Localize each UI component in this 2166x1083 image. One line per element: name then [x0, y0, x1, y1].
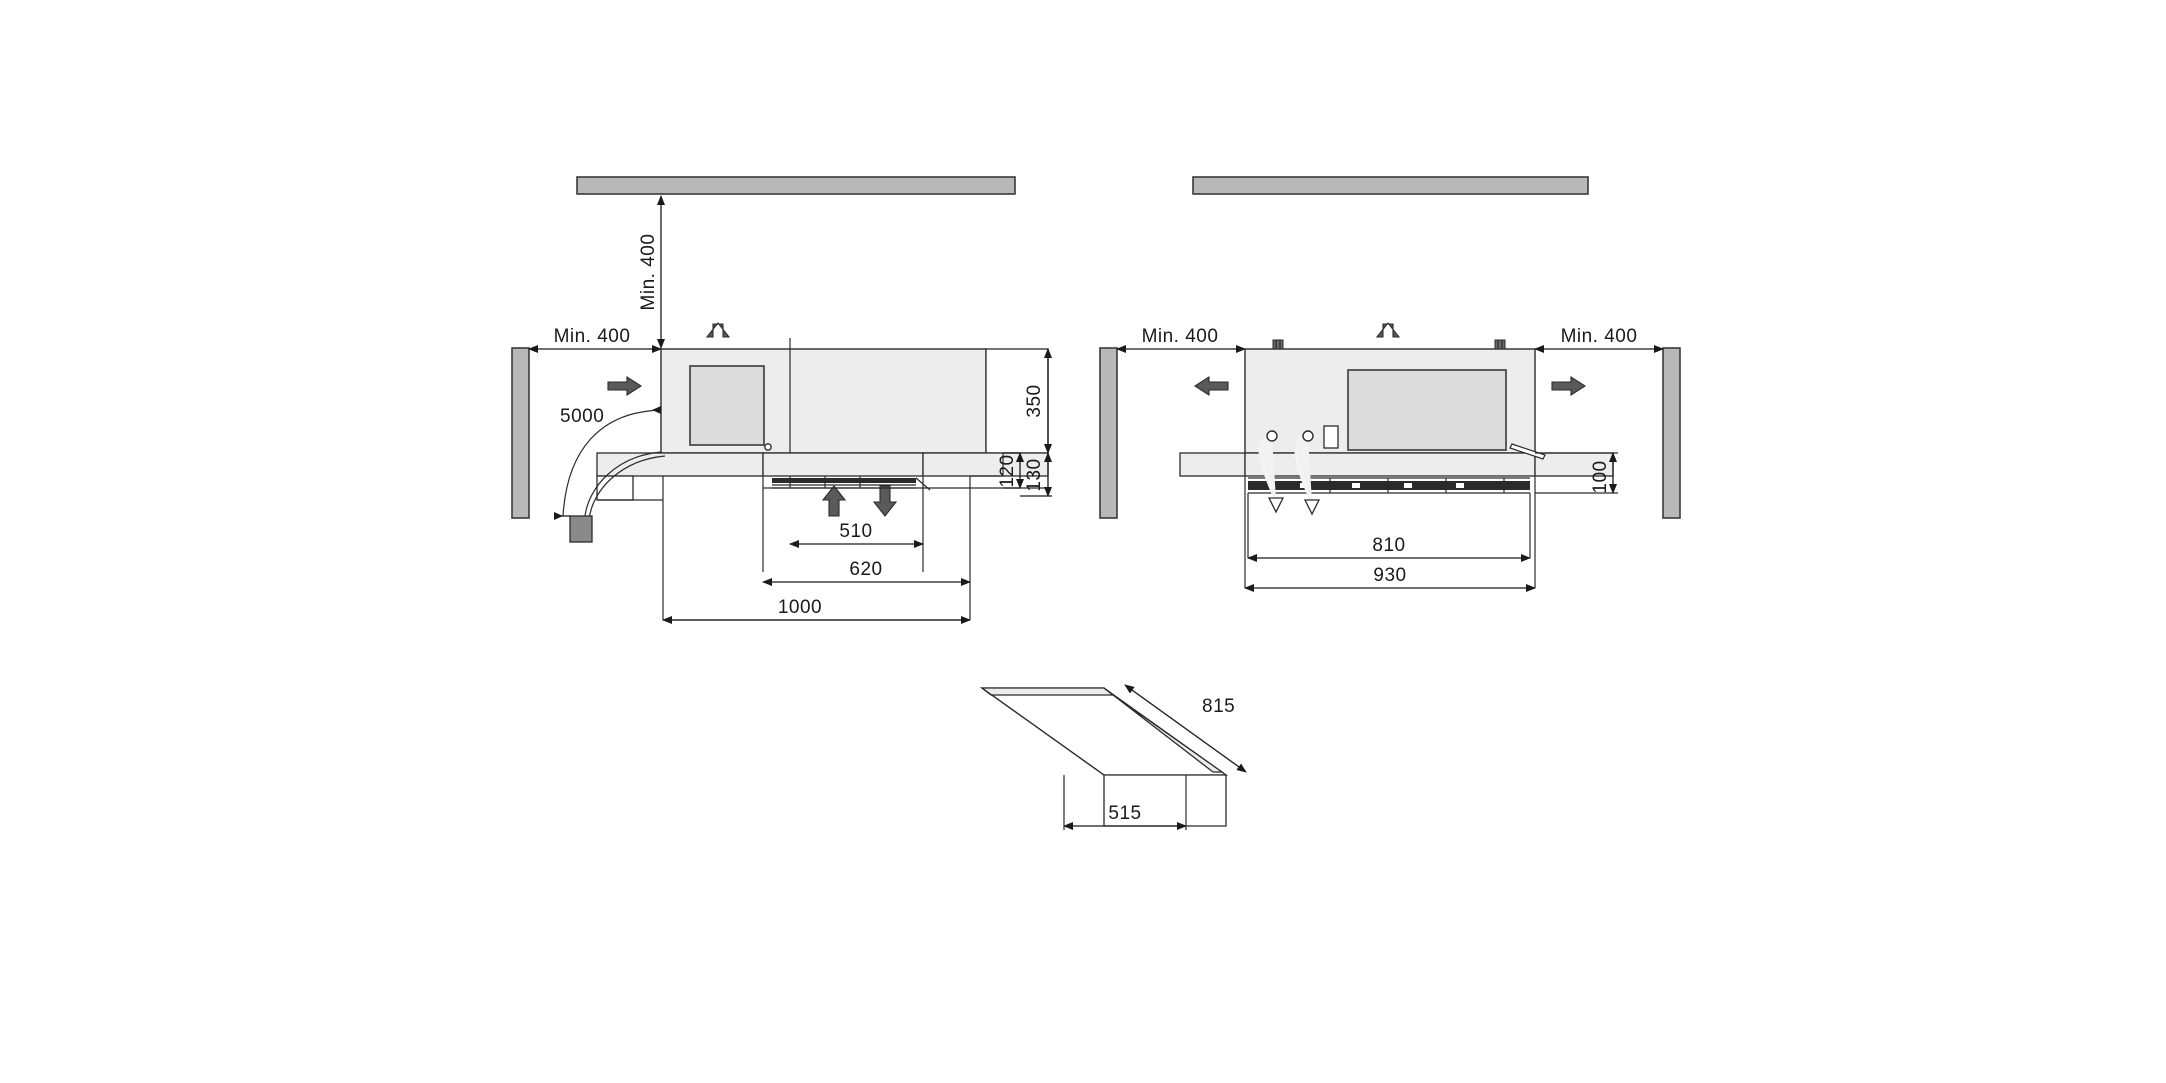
- front-view-group: Min. 400 Min. 400: [1099, 176, 1681, 592]
- cutout-top-band: [980, 687, 1115, 696]
- worktop-centre-side: [762, 452, 924, 477]
- dim-label-930: 930: [1373, 565, 1406, 586]
- dim-510: 510: [789, 521, 924, 548]
- hose-left-front: [1258, 430, 1285, 514]
- dim-label-810: 810: [1372, 535, 1405, 556]
- arrow-down-outlet-side: [872, 485, 898, 517]
- dim-label-min400-h: Min. 400: [554, 326, 631, 347]
- arrow-right-outlet-front: [1551, 375, 1587, 397]
- dim-130: 130: [1020, 452, 1052, 497]
- power-plug-icon: [569, 515, 593, 543]
- dim-100: 100: [1535, 452, 1618, 494]
- cutout-left-edge: [981, 687, 1105, 776]
- dim-1000: 1000: [662, 597, 971, 624]
- worktop-centre-front: [1244, 452, 1536, 477]
- isometric-view-group: 815 515: [979, 684, 1247, 830]
- power-cable-side: [562, 409, 666, 543]
- dim-label-1000: 1000: [778, 597, 822, 618]
- display-panel-front: [1347, 369, 1507, 451]
- arrow-up-intake-side: [821, 485, 847, 517]
- arrow-up-exhaust-side: [705, 322, 731, 338]
- latch-tab-front: [1509, 443, 1546, 460]
- arrow-left-outlet-front: [1193, 375, 1229, 397]
- dim-cable-5000: 5000: [554, 406, 661, 520]
- control-button-front: [1323, 425, 1339, 449]
- dim-label-815: 815: [1202, 696, 1235, 717]
- left-wall-side-view: [511, 347, 530, 519]
- right-wall-front-view: [1662, 347, 1681, 519]
- dim-620: 620: [762, 559, 971, 586]
- top-fixture-right: [1494, 339, 1506, 350]
- dim-930: 930: [1244, 565, 1536, 592]
- dim-min400-vertical: Min. 400: [638, 195, 665, 349]
- dim-min400-right-front: Min. 400: [1534, 326, 1664, 353]
- appliance-door-panel-side: [689, 365, 765, 446]
- dim-label-620: 620: [849, 559, 882, 580]
- hose-right-front: [1294, 430, 1321, 516]
- dim-810: 810: [1247, 535, 1531, 562]
- dim-label-min400-v: Min. 400: [638, 234, 659, 311]
- dim-label-515: 515: [1108, 803, 1141, 824]
- left-wall-front-view: [1099, 347, 1118, 519]
- dim-label-5000: 5000: [560, 406, 604, 427]
- dim-120: 120: [997, 452, 1024, 489]
- dim-350: 350: [1024, 348, 1052, 454]
- worktop-left-front: [1179, 452, 1246, 477]
- dim-label-350: 350: [1024, 384, 1045, 417]
- ceiling-panel-left: [576, 176, 1016, 195]
- dim-label-510: 510: [839, 521, 872, 542]
- side-view-group: Min. 400 Min. 400: [511, 176, 1052, 624]
- dim-label-100: 100: [1590, 460, 1611, 493]
- dim-label-min400-left: Min. 400: [1142, 326, 1219, 347]
- top-fixture-left: [1272, 339, 1284, 350]
- arrow-up-exhaust-front: [1375, 322, 1401, 338]
- dim-label-120: 120: [997, 454, 1018, 487]
- knob-icon-side: [764, 443, 772, 451]
- dim-min400-horizontal: Min. 400: [528, 326, 662, 353]
- ceiling-panel-right: [1192, 176, 1589, 195]
- cutout-front-face: [1103, 774, 1227, 827]
- dim-815: 815: [1124, 684, 1247, 773]
- dim-min400-left-front: Min. 400: [1116, 326, 1246, 353]
- filter-bar-front: [1248, 477, 1530, 494]
- dim-label-130: 130: [1024, 458, 1045, 491]
- dim-515: 515: [1063, 775, 1187, 830]
- dim-label-min400-right: Min. 400: [1561, 326, 1638, 347]
- arrow-right-inlet: [607, 375, 643, 397]
